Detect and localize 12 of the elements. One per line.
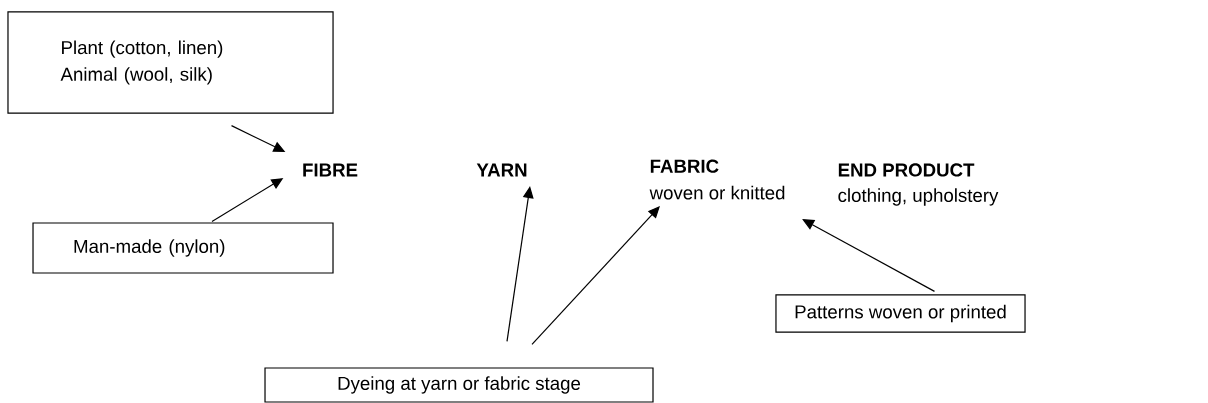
text-box: Plant (cotton, linen) Animal (wool, silk) (7, 11, 334, 114)
text-box: Dyeing at yarn or fabric stage (264, 367, 654, 403)
arrow (531, 206, 660, 345)
stage-label: YARN (476, 163, 527, 177)
stage-label: END PRODUCT (838, 163, 975, 177)
stage-label: FIBRE (303, 163, 358, 177)
arrow (506, 186, 534, 342)
text-box: Man-made (nylon) (32, 222, 334, 274)
arrow (802, 219, 936, 292)
text-box: Patterns woven or printed (775, 294, 1026, 333)
stage-label: clothing, upholstery (838, 188, 999, 206)
stage-label: FABRIC woven or knitted (649, 159, 785, 200)
